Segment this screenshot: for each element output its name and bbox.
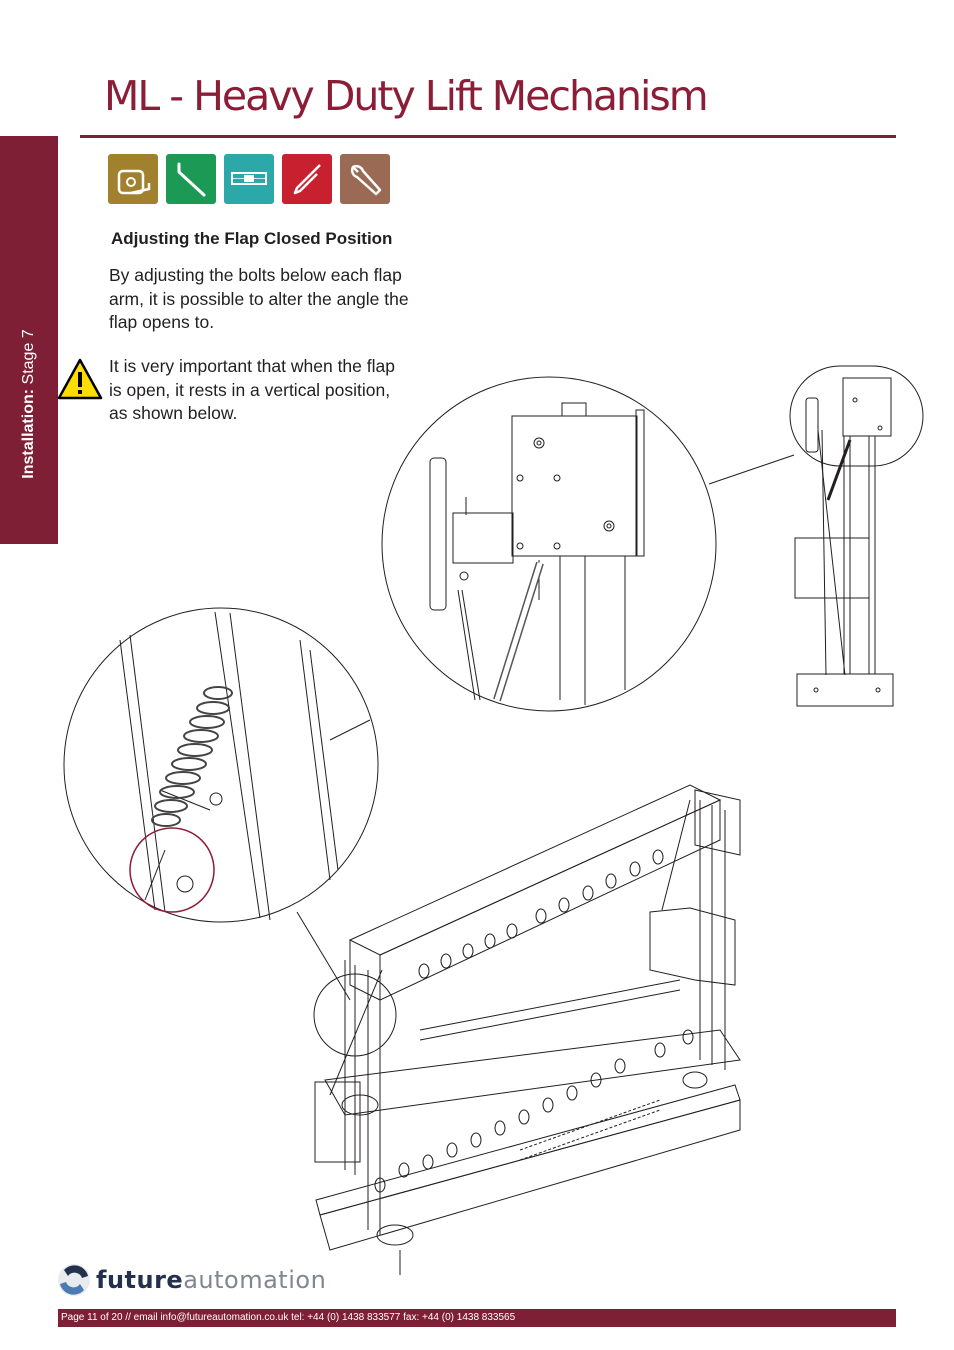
allen-key-icon xyxy=(166,154,216,204)
spanner-icon xyxy=(340,154,390,204)
side-tab: Installation: Stage 7 xyxy=(0,136,58,544)
instruction-text: By adjusting the bolts below each flap a… xyxy=(109,265,409,332)
tape-measure-icon xyxy=(108,154,158,204)
footer-bar: Page 11 of 20 // email info@futureautoma… xyxy=(58,1309,896,1327)
spirit-level-icon xyxy=(224,154,274,204)
logo-text-strong: future xyxy=(96,1266,184,1294)
tool-icons-row xyxy=(108,154,390,204)
detail-circle-upper xyxy=(381,376,717,712)
company-logo: futureautomation xyxy=(56,1262,326,1298)
detail-leader-line-top xyxy=(708,454,795,485)
warning-text: It is very important that when the flap … xyxy=(109,356,395,423)
side-elevation-drawing xyxy=(789,365,924,707)
title-divider xyxy=(80,135,896,138)
logo-text-light: automation xyxy=(183,1266,327,1294)
screwdriver-icon xyxy=(282,154,332,204)
main-mechanism-drawing xyxy=(313,784,741,1275)
future-automation-swirl-icon xyxy=(58,1264,90,1296)
detail-circle-lower xyxy=(63,607,379,923)
warning-triangle-icon xyxy=(57,358,103,400)
section-heading: Adjusting the Flap Closed Position xyxy=(111,229,393,248)
page-title: ML - Heavy Duty Lift Mechanism xyxy=(104,72,709,120)
detail-leader-line-bottom xyxy=(296,911,351,1001)
logo-wordmark: futureautomation xyxy=(96,1266,326,1294)
